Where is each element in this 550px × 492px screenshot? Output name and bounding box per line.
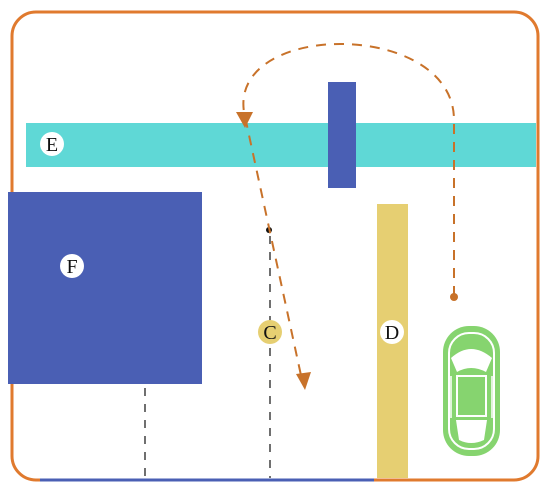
label-f: F: [60, 254, 84, 278]
label-d: D: [380, 320, 404, 344]
arrow-head-upper: [236, 112, 253, 128]
label-f-text: F: [66, 256, 77, 278]
label-e: E: [40, 132, 64, 156]
trajectory-start-dot: [450, 293, 458, 301]
arrow-head-lower: [296, 372, 311, 390]
label-d-text: D: [385, 322, 399, 344]
label-c: C: [258, 320, 282, 344]
car-icon: [443, 326, 500, 456]
region-f-block: [8, 192, 202, 384]
blue-pillar: [328, 82, 356, 188]
car-trajectory-path: [242, 43, 455, 381]
region-e-band: [26, 123, 536, 167]
label-c-text: C: [263, 322, 276, 344]
label-e-text: E: [46, 134, 58, 156]
